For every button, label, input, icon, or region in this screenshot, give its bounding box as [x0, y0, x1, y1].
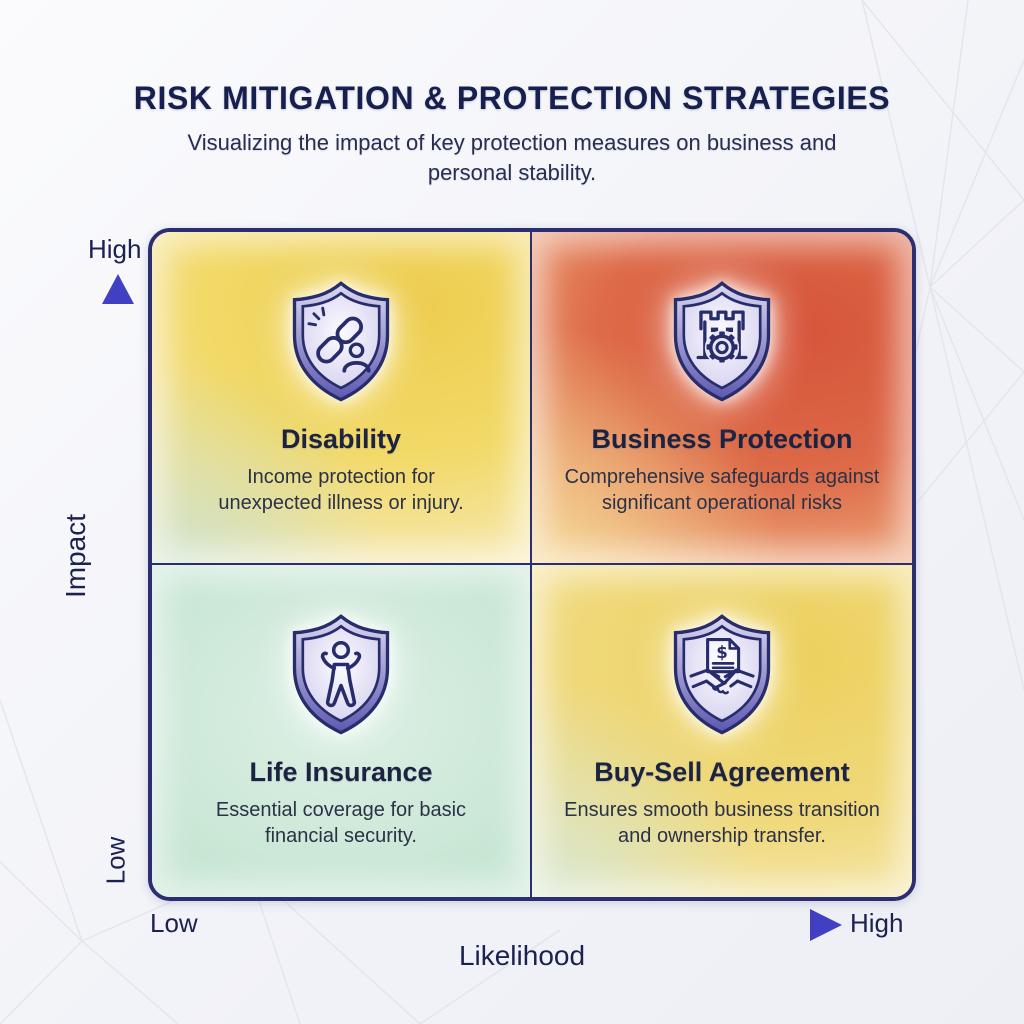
quadrant-description: Ensures smooth business transition and o… — [564, 798, 880, 847]
quadrant-description: Comprehensive safeguards against signifi… — [564, 466, 880, 515]
impact-axis-title: Impact — [60, 513, 91, 599]
quadrant-title: Buy-Sell Agreement — [594, 756, 850, 787]
likelihood-axis-high-label: High — [850, 908, 904, 938]
risk-matrix: Disability Income protection for unexpec… — [148, 228, 916, 901]
quadrant-disability: Disability Income protection for unexpec… — [152, 232, 532, 565]
shield-fortress-gear-icon — [673, 281, 771, 402]
quadrant-title: Business Protection — [591, 424, 853, 454]
shield-handshake-document-icon: $ — [673, 613, 771, 734]
impact-axis-low-label: Low — [100, 836, 131, 885]
shield-person-icon — [292, 613, 390, 734]
quadrant-description: Income protection for unexpected illness… — [218, 466, 464, 515]
svg-text:$: $ — [716, 642, 728, 661]
quadrant-description: Essential coverage for basic financial s… — [215, 798, 467, 847]
page-title: RISK MITIGATION & PROTECTION STRATEGIES — [133, 80, 891, 116]
page-subtitle: Visualizing the impact of key protection… — [187, 130, 837, 186]
quadrant-buy-sell-agreement: $ Buy-Sell Agreement Ensures smooth busi… — [532, 565, 912, 897]
quadrant-title: Disability — [280, 424, 402, 454]
likelihood-axis-arrow — [187, 909, 842, 941]
quadrant-life-insurance: Life Insurance Essential coverage for ba… — [152, 564, 532, 897]
likelihood-axis-low-label: Low — [150, 908, 198, 938]
quadrant-title: Life Insurance — [249, 756, 433, 787]
shield-broken-chain-person-icon — [292, 281, 390, 402]
impact-axis-high-label: High — [88, 234, 142, 264]
likelihood-axis-title: Likelihood — [458, 940, 586, 971]
quadrant-business-protection: Business Protection Comprehensive safegu… — [532, 232, 912, 565]
impact-axis-arrow — [102, 274, 134, 857]
